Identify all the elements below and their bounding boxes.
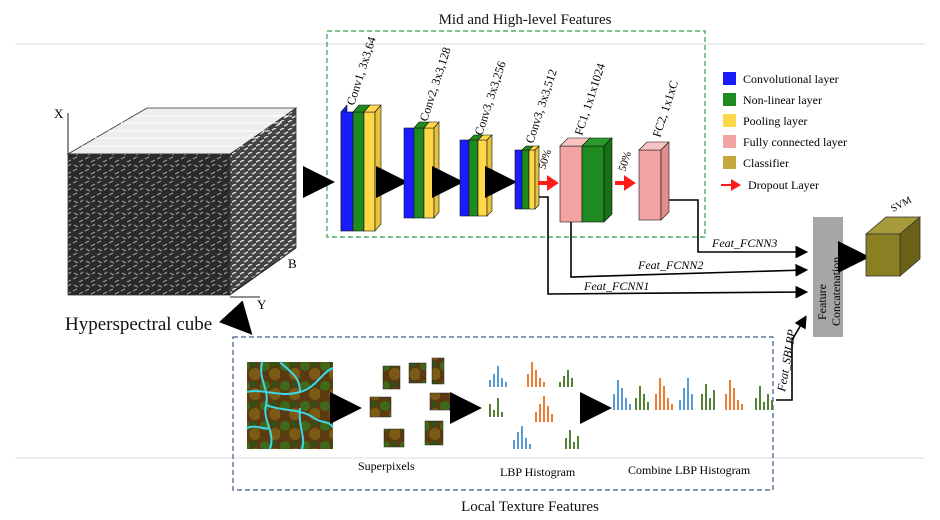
conv2-block <box>403 121 440 219</box>
superpixel-patches <box>369 357 452 448</box>
legend-swatch-nonlinear <box>723 93 736 106</box>
concat-label-line2: Concatenation <box>829 257 843 326</box>
conv2-label: Conv2, 3x3,128 <box>417 45 454 123</box>
superpixel-image <box>246 361 334 450</box>
conv4-block <box>514 145 540 210</box>
legend-swatch-classifier <box>723 156 736 169</box>
axis-b-line <box>235 255 286 291</box>
mid-high-features-box <box>326 30 706 238</box>
legend-swatch-conv <box>723 72 736 85</box>
label-feat-sblbp: Feat_SBLBP <box>774 328 799 394</box>
axis-b-label: B <box>288 256 297 271</box>
arrow-cube-to-texture <box>218 300 253 335</box>
fc2-label: FC2, 1x1xC <box>650 79 681 139</box>
legend-swatch-fc <box>723 135 736 148</box>
conv1-block <box>340 104 382 232</box>
combine-lbp-label: Combine LBP Histogram <box>628 463 751 477</box>
fc1-label: FC1, 1x1x1024 <box>572 62 608 137</box>
top-section-title: Mid and High-level Features <box>439 12 612 28</box>
legend-swatch-dropout <box>721 179 741 191</box>
legend-label-fc: Fully connected layer <box>743 135 847 149</box>
legend-swatch-pooling <box>723 114 736 127</box>
line-feat-sblbp <box>776 315 807 401</box>
conv4-label: Conv3, 3x3,512 <box>523 67 560 145</box>
lbp-histogram-label: LBP Histogram <box>500 465 576 479</box>
line-feat-fcnn3 <box>669 199 809 259</box>
conv1-label: Conv1, 3x3,64 <box>344 35 379 107</box>
svm-label: SVM <box>889 195 913 215</box>
fc2-block <box>638 141 670 221</box>
legend: Convolutional layer Non-linear layer Poo… <box>721 72 847 192</box>
superpixels-label: Superpixels <box>358 459 415 473</box>
dropout2-label: 50% <box>616 150 634 173</box>
combined-lbp-histogram <box>613 378 773 410</box>
legend-label-dropout: Dropout Layer <box>748 178 819 192</box>
label-feat-fcnn3: Feat_FCNN3 <box>711 236 777 250</box>
legend-label-pooling: Pooling layer <box>743 114 807 128</box>
dropout1-arrow <box>538 175 559 191</box>
dropout2-arrow <box>615 175 636 191</box>
line-feat-fcnn2 <box>570 222 809 278</box>
legend-label-conv: Convolutional layer <box>743 72 839 86</box>
hyperspectral-cube: X Y B <box>54 106 298 312</box>
axis-x-label: X <box>54 106 64 121</box>
cube-label: Hyperspectral cube <box>65 314 212 335</box>
line-feat-fcnn1 <box>539 196 809 299</box>
legend-label-classifier: Classifier <box>743 156 789 170</box>
axis-y-label: Y <box>257 297 267 312</box>
bottom-section-title: Local Texture Features <box>461 499 599 515</box>
fc1-block <box>559 137 613 223</box>
label-feat-fcnn2: Feat_FCNN2 <box>637 258 703 272</box>
legend-label-nonlinear: Non-linear layer <box>743 93 822 107</box>
cube-front <box>67 153 231 296</box>
conv3-block <box>459 134 493 217</box>
svm-classifier-cube <box>864 216 922 277</box>
feature-concatenation-box <box>813 217 843 337</box>
lbp-histograms <box>489 362 579 449</box>
conv3-label: Conv3, 3x3,256 <box>472 59 509 137</box>
dropout1-label: 50% <box>536 148 554 171</box>
local-texture-box <box>232 336 774 491</box>
label-feat-fcnn1: Feat_FCNN1 <box>583 279 649 293</box>
concat-label-line1: Feature <box>815 284 829 320</box>
